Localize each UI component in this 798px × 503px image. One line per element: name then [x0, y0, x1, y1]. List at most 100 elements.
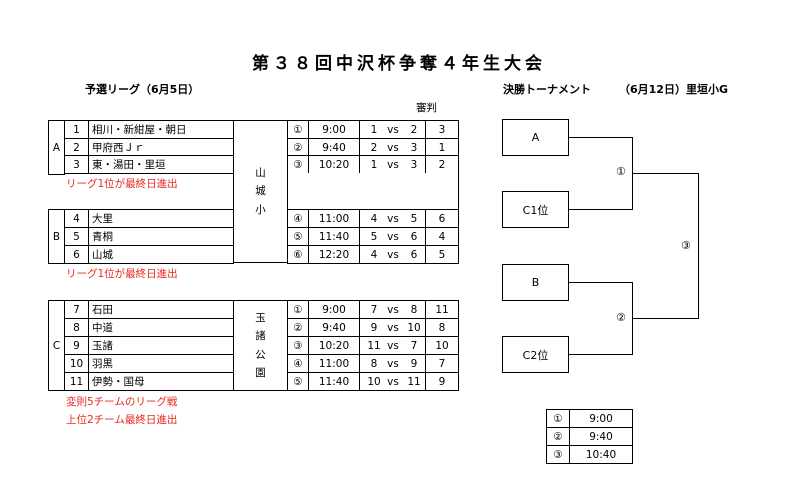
- match-mark-3: ③: [681, 239, 691, 252]
- home-team-no: 5: [370, 230, 378, 243]
- home-team-no: 1: [370, 158, 378, 171]
- venue-char: 諸: [255, 330, 266, 343]
- team-number: 1: [64, 120, 89, 139]
- match-time: 11:00: [308, 354, 360, 373]
- vs-label: vs: [387, 303, 399, 316]
- match-number: ④: [287, 209, 309, 228]
- team-number: 5: [64, 227, 89, 246]
- match-time: 10:20: [308, 336, 360, 355]
- home-team-no: 10: [367, 375, 381, 388]
- team-name: 中道: [88, 318, 234, 337]
- match-time: 11:40: [308, 227, 360, 246]
- vs-label: vs: [387, 357, 399, 370]
- match-time: 10:20: [308, 155, 360, 174]
- away-team-no: 9: [410, 357, 418, 370]
- home-team-no: 4: [370, 248, 378, 261]
- match-number: ③: [287, 336, 309, 355]
- match-time: 9:40: [308, 138, 360, 157]
- schedule-time: 10:40: [569, 445, 633, 464]
- match-mark-2: ②: [616, 311, 626, 324]
- match-number: ①: [287, 120, 309, 139]
- match-number: ③: [287, 155, 309, 174]
- bracket-slot-C2: C2位: [502, 336, 569, 373]
- home-team-no: 9: [370, 321, 378, 334]
- team-name: 羽黒: [88, 354, 234, 373]
- bracket-slot-B: B: [502, 264, 569, 301]
- team-name: 山城: [88, 245, 234, 264]
- team-number: 10: [64, 354, 89, 373]
- group-a-note: リーグ1位が最終日進出: [66, 178, 178, 190]
- vs-label: vs: [387, 375, 399, 388]
- away-team-no: 5: [410, 212, 418, 225]
- schedule-time: 9:40: [569, 427, 633, 446]
- vs-label: vs: [387, 212, 399, 225]
- match-time: 11:00: [308, 209, 360, 228]
- referee-header: 審判: [416, 102, 437, 114]
- final-heading: 決勝トーナメント: [503, 83, 591, 96]
- vs-label: vs: [387, 123, 399, 136]
- team-number: 3: [64, 155, 89, 174]
- team-name: 甲府西Ｊｒ: [88, 138, 234, 157]
- vs-label: vs: [387, 339, 399, 352]
- group-label-A: A: [48, 120, 65, 175]
- venue-char: 山: [255, 166, 266, 179]
- match-mark-1: ①: [616, 165, 626, 178]
- venue-cell-tamamoro: 玉諸公園: [233, 300, 288, 391]
- venue-cell-yamashiro: 山城小: [233, 120, 288, 263]
- vs-label: vs: [387, 230, 399, 243]
- match-pairing: 1 vs 2: [359, 120, 426, 139]
- final-date-venue: （6月12日）里垣小G: [619, 83, 728, 96]
- match-time: 11:40: [308, 372, 360, 391]
- schedule-match-number: ②: [546, 427, 570, 446]
- team-number: 8: [64, 318, 89, 337]
- home-team-no: 4: [370, 212, 378, 225]
- home-team-no: 1: [370, 123, 378, 136]
- team-name: 玉諸: [88, 336, 234, 355]
- referee-team-no: 8: [425, 318, 459, 337]
- referee-team-no: 5: [425, 245, 459, 264]
- team-name: 東・湯田・里垣: [88, 155, 234, 174]
- team-name: 石田: [88, 300, 234, 319]
- page-title: 第３８回中沢杯争奪４年生大会: [252, 54, 546, 74]
- team-name: 大里: [88, 209, 234, 228]
- bracket-slot-A: A: [502, 119, 569, 156]
- bracket-line: [632, 318, 698, 319]
- match-number: ④: [287, 354, 309, 373]
- team-number: 9: [64, 336, 89, 355]
- match-time: 9:40: [308, 318, 360, 337]
- away-team-no: 2: [410, 123, 418, 136]
- vs-label: vs: [387, 248, 399, 261]
- match-time: 9:00: [308, 300, 360, 319]
- home-team-no: 8: [370, 357, 378, 370]
- match-time: 9:00: [308, 120, 360, 139]
- away-team-no: 6: [410, 248, 418, 261]
- referee-team-no: 2: [425, 155, 459, 174]
- away-team-no: 11: [407, 375, 421, 388]
- match-pairing: 8 vs 9: [359, 354, 426, 373]
- referee-team-no: 11: [425, 300, 459, 319]
- referee-team-no: 6: [425, 209, 459, 228]
- team-number: 11: [64, 372, 89, 391]
- bracket-line: [569, 354, 632, 355]
- venue-char: 玉: [255, 311, 266, 324]
- match-pairing: 10 vs 11: [359, 372, 426, 391]
- venue-char: 公: [255, 348, 266, 361]
- home-team-no: 7: [370, 303, 378, 316]
- group-label-B: B: [48, 209, 65, 264]
- schedule-match-number: ①: [546, 409, 570, 428]
- referee-team-no: 3: [425, 120, 459, 139]
- match-time: 12:20: [308, 245, 360, 264]
- venue-char: 城: [255, 185, 266, 198]
- venue-char: 園: [255, 366, 266, 379]
- schedule-time: 9:00: [569, 409, 633, 428]
- group-c-note-1: 変則5チームのリーグ戦: [66, 396, 178, 408]
- team-name: 青桐: [88, 227, 234, 246]
- group-b-note: リーグ1位が最終日進出: [66, 268, 178, 280]
- venue-char: 小: [255, 203, 266, 216]
- match-number: ⑤: [287, 227, 309, 246]
- group-label-C: C: [48, 300, 65, 391]
